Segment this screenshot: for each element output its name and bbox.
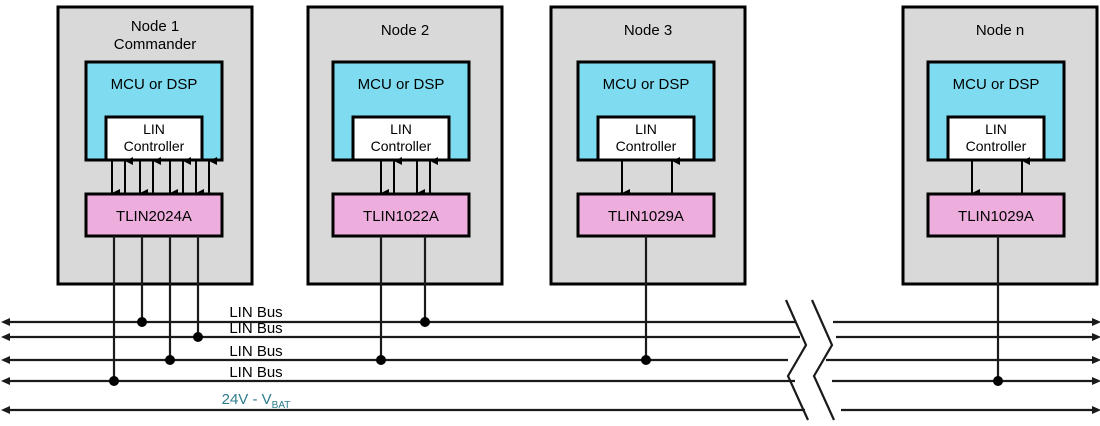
bus-label-bus4: LIN Bus	[229, 364, 282, 381]
node-node3[interactable]: Node 3 MCU or DSP LIN Controller TLIN102…	[549, 5, 747, 360]
bus-lines	[1, 318, 1100, 414]
bus-label-bus1: LIN Bus	[229, 304, 282, 321]
node-bus-wires	[112, 236, 200, 381]
transceiver-label: TLIN2024A	[116, 208, 192, 225]
signal-arrows	[380, 157, 438, 197]
transceiver-block	[84, 192, 224, 238]
lin-controller-label-line1: LIN	[635, 121, 657, 137]
lin-controller-block	[946, 115, 1046, 162]
lin-controller-block	[351, 115, 451, 162]
bus-label-power-sub: BAT	[272, 400, 291, 411]
lin-controller-label-line1: LIN	[985, 121, 1007, 137]
lin-controller-label-line2: Controller	[371, 138, 432, 154]
node-title-line1: Node 2	[381, 22, 429, 39]
bus-labels: LIN Bus LIN Bus LIN Bus LIN Bus 24V - VB…	[222, 304, 291, 411]
mcu-label: MCU or DSP	[111, 76, 198, 93]
mcu-label: MCU or DSP	[603, 76, 690, 93]
junction-dot	[641, 355, 651, 365]
lin-controller-label-line2: Controller	[124, 138, 185, 154]
junction-dot	[376, 355, 386, 365]
lin-controller-block	[596, 115, 696, 162]
transceiver-block	[331, 192, 471, 238]
bus-label-bus3: LIN Bus	[229, 343, 282, 360]
junction-dot	[193, 332, 203, 342]
bus-label-power-main: 24V - V	[222, 391, 272, 408]
node-title-line1: Node 3	[624, 22, 672, 39]
transceiver-block	[576, 192, 716, 238]
node-node2[interactable]: Node 2 MCU or DSP LIN Controller TLIN102…	[306, 5, 504, 360]
node-title-line1: Node n	[976, 22, 1024, 39]
mcu-label: MCU or DSP	[953, 76, 1040, 93]
lin-controller-label-line2: Controller	[616, 138, 677, 154]
junction-dot	[420, 317, 430, 327]
junction-dot	[165, 355, 175, 365]
signal-arrows	[621, 157, 680, 197]
bus-label-bus2: LIN Bus	[229, 320, 282, 337]
mcu-label: MCU or DSP	[358, 76, 445, 93]
bus-label-power: 24V - VBAT	[222, 391, 291, 411]
lin-controller-label-line2: Controller	[966, 138, 1027, 154]
lin-controller-label-line1: LIN	[143, 121, 165, 137]
transceiver-label: TLIN1022A	[363, 208, 439, 225]
transceiver-block	[926, 192, 1066, 238]
transceiver-label: TLIN1029A	[958, 208, 1034, 225]
node-noden[interactable]: Node n MCU or DSP LIN Controller TLIN102…	[901, 5, 1099, 381]
lin-controller-label-line1: LIN	[390, 121, 412, 137]
node-title-line1: Node 1	[131, 18, 179, 35]
junction-dot	[993, 376, 1003, 386]
junction-dots	[109, 317, 1003, 386]
node-title-line2: Commander	[114, 36, 197, 53]
bus-break-symbol	[784, 299, 836, 421]
signal-arrows	[111, 157, 217, 197]
node-node1[interactable]: Node 1 Commander MCU or DSP LIN Controll…	[56, 5, 254, 381]
junction-dot	[137, 317, 147, 327]
transceiver-label: TLIN1029A	[608, 208, 684, 225]
junction-dot	[109, 376, 119, 386]
node-bus-wires	[379, 236, 427, 360]
signal-arrows	[971, 157, 1030, 197]
